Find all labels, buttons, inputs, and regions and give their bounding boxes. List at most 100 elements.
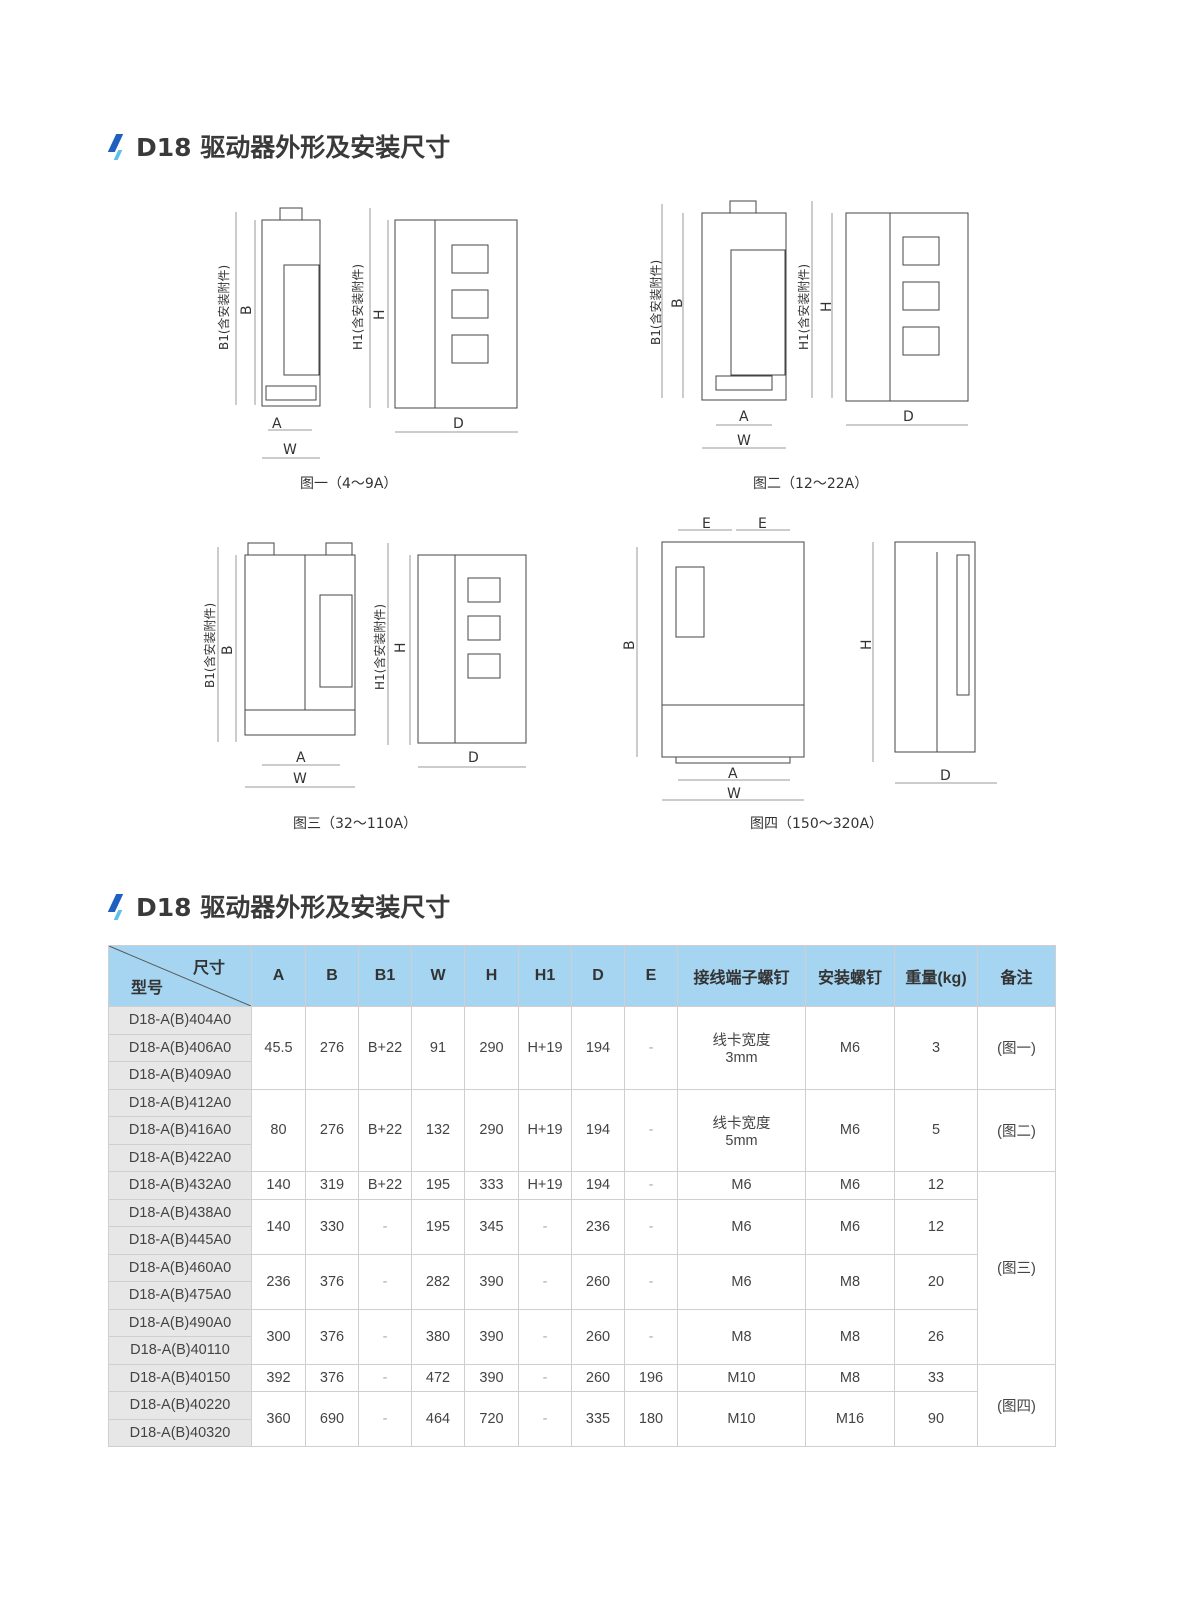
value-cell: - [624,1308,678,1365]
value-cell: M8 [805,1363,895,1392]
model-cell: D18-A(B)460A0 [108,1253,252,1282]
model-cell: D18-A(B)490A0 [108,1308,252,1337]
value-cell: 380 [411,1308,465,1365]
value-cell: 376 [305,1308,359,1365]
model-cell: D18-A(B)475A0 [108,1281,252,1310]
value-cell: M6 [805,1171,895,1200]
svg-text:H: H [819,301,835,312]
figure-4-caption: 图四（150～320A） [750,816,883,832]
model-cell: D18-A(B)412A0 [108,1088,252,1117]
table-row: D18-A(B)445A0 [108,1226,1056,1255]
svg-text:W: W [293,771,307,787]
value-cell: - [624,1088,678,1172]
value-cell: - [358,1363,412,1392]
remark-cell: (图二) [977,1088,1056,1172]
value-cell: M6 [677,1171,806,1200]
svg-text:A: A [739,409,749,425]
table-row: D18-A(B)422A0 [108,1143,1056,1172]
value-cell: M16 [805,1391,895,1447]
figure-3: B1(含安装附件) B H1(含安装附件) H A W D 图三（32～110A… [202,542,527,832]
column-header: B1 [358,945,412,1007]
value-cell: 45.5 [251,1006,306,1090]
column-header: W [411,945,465,1007]
column-header: 安装螺钉 [805,945,895,1007]
value-cell: 194 [571,1171,625,1200]
value-cell: 376 [305,1253,359,1310]
value-cell: 390 [464,1363,519,1392]
figure-2: B1(含安装附件) B H1(含安装附件) H A W D 图二（12～22A） [648,200,969,492]
value-cell: 236 [251,1253,306,1310]
column-header: 重量(kg) [894,945,978,1007]
value-cell: 360 [251,1391,306,1447]
value-cell: - [624,1253,678,1310]
column-header: 备注 [977,945,1056,1007]
svg-text:H: H [859,639,875,650]
value-cell: 196 [624,1363,678,1392]
value-cell: 472 [411,1363,465,1392]
corner-top-label: 尺寸 [192,960,225,977]
model-cell: D18-A(B)404A0 [108,1006,252,1035]
value-cell: 290 [464,1088,519,1172]
svg-text:D: D [468,750,479,766]
value-cell: 276 [305,1088,359,1172]
value-cell: M10 [677,1391,806,1447]
column-header: A [251,945,306,1007]
value-cell: - [358,1198,412,1255]
value-cell: M8 [805,1253,895,1310]
column-header: B [305,945,359,1007]
value-cell: 195 [411,1171,465,1200]
svg-text:E: E [702,516,711,532]
value-cell: 91 [411,1006,465,1090]
table-row: D18-A(B)409A0 [108,1061,1056,1090]
value-cell: 80 [251,1088,306,1172]
value-cell: M6 [805,1088,895,1172]
svg-text:W: W [727,786,741,802]
value-cell: 720 [464,1391,519,1447]
svg-text:H1(含安装附件): H1(含安装附件) [372,604,387,690]
value-cell: 392 [251,1363,306,1392]
column-header: H [464,945,519,1007]
value-cell: - [358,1308,412,1365]
model-cell: D18-A(B)406A0 [108,1033,252,1062]
value-cell: 260 [571,1308,625,1365]
title-accent-icon [107,892,128,920]
value-cell: B+22 [358,1088,412,1172]
section-title-text: D18 驱动器外形及安装尺寸 [136,893,451,922]
svg-text:B: B [220,645,236,655]
value-cell: 236 [571,1198,625,1255]
value-cell: 132 [411,1088,465,1172]
svg-text:B1(含安装附件): B1(含安装附件) [202,603,217,688]
value-cell: 260 [571,1253,625,1310]
value-cell: 140 [251,1198,306,1255]
svg-text:A: A [728,766,738,782]
value-cell: 330 [305,1198,359,1255]
svg-text:H1(含安装附件): H1(含安装附件) [796,264,811,350]
value-cell: 390 [464,1253,519,1310]
value-cell: 线卡宽度 5mm [677,1088,806,1172]
value-cell: 335 [571,1391,625,1447]
svg-text:H: H [393,642,409,653]
dimension-diagrams: B1(含安装附件) B H1(含安装附件) H A W D 图一（4～9A） B… [202,200,997,832]
column-header: 接线端子螺钉 [677,945,806,1007]
value-cell: 194 [571,1006,625,1090]
figure-2-caption: 图二（12～22A） [753,476,868,492]
remark-cell: (图四) [977,1363,1056,1447]
value-cell: 26 [894,1308,978,1365]
svg-text:D: D [903,409,914,425]
value-cell: - [358,1391,412,1447]
svg-text:B1(含安装附件): B1(含安装附件) [648,260,663,345]
model-cell: D18-A(B)40220 [108,1391,252,1420]
section-title-text: D18 驱动器外形及安装尺寸 [136,133,451,162]
model-cell: D18-A(B)438A0 [108,1198,252,1227]
value-cell: H+19 [518,1006,572,1090]
value-cell: 140 [251,1171,306,1200]
value-cell: - [624,1171,678,1200]
figure-1-caption: 图一（4～9A） [300,476,397,492]
svg-text:B: B [622,640,638,650]
value-cell: 690 [305,1391,359,1447]
